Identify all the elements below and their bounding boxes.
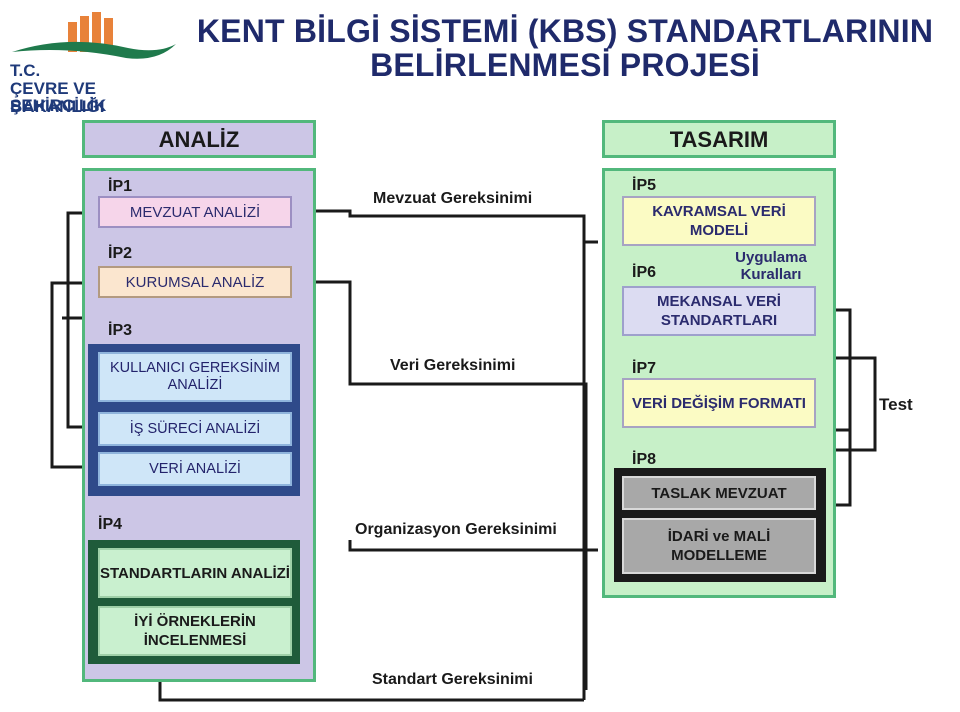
ip7-label: İP7	[632, 360, 657, 377]
ip8-label: İP8	[632, 451, 657, 468]
standart-gereksinimi-label: Standart Gereksinimi	[372, 671, 533, 688]
veri-gereksinimi-label: Veri Gereksinimi	[390, 357, 516, 374]
kavramsal-veri-modeli-box: KAVRAMSAL VERİ MODELİ	[622, 196, 816, 246]
kullanici-gereksinim-box: KULLANICI GEREKSİNİM ANALİZİ	[98, 352, 292, 402]
logo-line1: T.C.	[10, 61, 41, 80]
logo-line2: ÇEVRE VE ŞEHİRCİLİK	[10, 79, 107, 115]
mevzuat-gereksinimi-label: Mevzuat Gereksinimi	[373, 190, 533, 207]
idari-mali-box: İDARİ ve MALİ MODELLEME	[622, 518, 816, 574]
analysis-header: ANALİZ	[82, 120, 316, 158]
ip5-label: İP5	[632, 177, 657, 194]
mekansal-veri-box: MEKANSAL VERİ STANDARTLARI	[622, 286, 816, 336]
title-line1: KENT BİLGİ SİSTEMİ (KBS) STANDARTLARININ	[196, 13, 934, 49]
veri-degisim-formati-box: VERİ DEĞİŞİM FORMATI	[622, 378, 816, 428]
design-header: TASARIM	[602, 120, 836, 158]
ip3-label: İP3	[108, 322, 133, 339]
logo-emblem-icon	[12, 12, 176, 59]
ministry-logo: T.C. ÇEVRE VE ŞEHİRCİLİK BAKANLIĞI	[8, 8, 180, 116]
organizasyon-gereksinimi-label: Organizasyon Gereksinimi	[355, 521, 557, 538]
logo-line3: BAKANLIĞI	[10, 97, 105, 116]
veri-analizi-box: VERİ ANALİZİ	[98, 452, 292, 486]
page-title: KENT BİLGİ SİSTEMİ (KBS) STANDARTLARININ…	[180, 14, 950, 82]
ip2-label: İP2	[108, 245, 133, 262]
ip6-label: İP6	[632, 264, 657, 281]
taslak-mevzuat-box: TASLAK MEVZUAT	[622, 476, 816, 510]
kurumsal-analiz-box: KURUMSAL ANALİZ	[98, 266, 292, 298]
iyi-ornekler-box: İYİ ÖRNEKLERİN İNCELENMESİ	[98, 606, 292, 656]
title-line2: BELİRLENMESİ PROJESİ	[370, 47, 760, 83]
ip1-label: İP1	[108, 178, 133, 195]
uygulama-kurallari-label: Uygulama Kuralları	[735, 249, 807, 283]
standartlarin-analizi-box: STANDARTLARIN ANALİZİ	[98, 548, 292, 598]
ip4-label: İP4	[98, 516, 123, 533]
mevzuat-analizi-box: MEVZUAT ANALİZİ	[98, 196, 292, 228]
is-sureci-box: İŞ SÜRECİ ANALİZİ	[98, 412, 292, 446]
test-label: Test	[879, 395, 913, 414]
